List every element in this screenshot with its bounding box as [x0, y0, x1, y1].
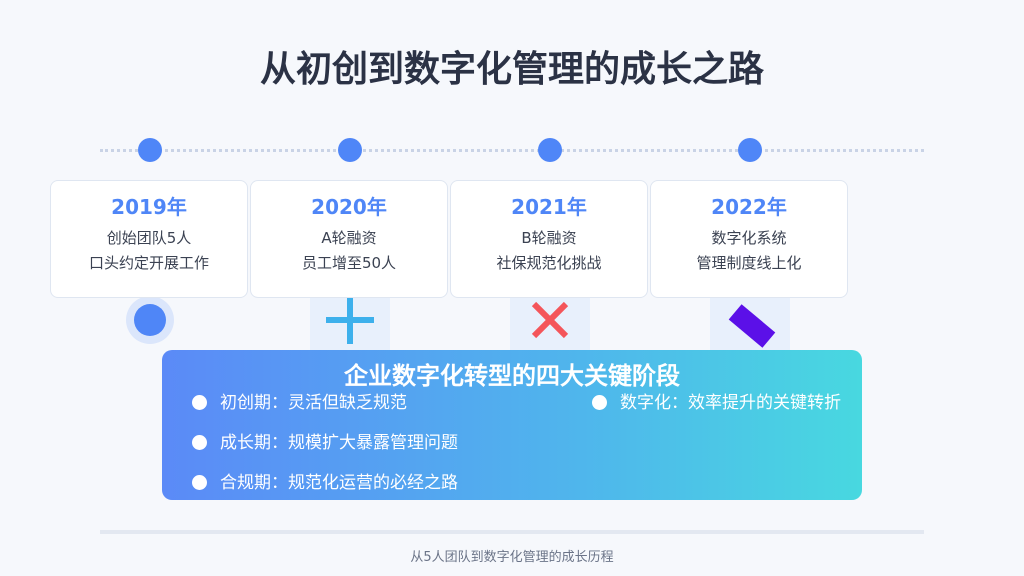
- milestone-card-2021: 2021年 B轮融资 社保规范化挑战: [450, 180, 648, 298]
- panel-title: 企业数字化转型的四大关键阶段: [344, 362, 680, 390]
- diamond-icon: [728, 304, 776, 348]
- timeline-dot-2021: [538, 138, 562, 162]
- milestone-year: 2020年: [311, 195, 387, 219]
- cross-icon: [531, 301, 569, 339]
- timeline-line: [100, 149, 924, 152]
- timeline-dot-2020: [338, 138, 362, 162]
- stage-text: 数字化：效率提升的关键转折: [620, 393, 841, 413]
- plus-icon: [326, 296, 374, 344]
- bullet-icon: [192, 395, 207, 410]
- milestone-line: 创始团队5人: [106, 229, 192, 247]
- milestone-year: 2022年: [711, 195, 787, 219]
- milestone-card-2022: 2022年 数字化系统 管理制度线上化: [650, 180, 848, 298]
- timeline-dot-2022: [738, 138, 762, 162]
- stage-item: 合规期：规范化运营的必经之路: [192, 468, 458, 493]
- milestone-line: 数字化系统: [711, 229, 787, 247]
- stage-text: 合规期：规范化运营的必经之路: [220, 473, 458, 493]
- stage-item: 初创期：灵活但缺乏规范: [192, 388, 407, 413]
- circle-icon: [134, 304, 166, 336]
- milestone-card-2019: 2019年 创始团队5人 口头约定开展工作: [50, 180, 248, 298]
- page-title: 从初创到数字化管理的成长之路: [259, 49, 764, 90]
- stage-text: 成长期：规模扩大暴露管理问题: [220, 433, 458, 453]
- footer-caption: 从5人团队到数字化管理的成长历程: [410, 550, 614, 565]
- stage-text: 初创期：灵活但缺乏规范: [220, 393, 407, 413]
- milestone-year: 2021年: [511, 195, 587, 219]
- milestone-line: B轮融资: [521, 229, 577, 247]
- bullet-icon: [192, 435, 207, 450]
- timeline-dot-2019: [138, 138, 162, 162]
- bullet-icon: [592, 395, 607, 410]
- stages-panel: 企业数字化转型的四大关键阶段 初创期：灵活但缺乏规范 成长期：规模扩大暴露管理问…: [162, 350, 862, 500]
- milestone-line: 社保规范化挑战: [496, 254, 602, 272]
- footer-divider: [100, 530, 924, 534]
- milestone-year: 2019年: [111, 195, 187, 219]
- milestone-card-2020: 2020年 A轮融资 员工增至50人: [250, 180, 448, 298]
- bullet-icon: [192, 475, 207, 490]
- stage-item: 成长期：规模扩大暴露管理问题: [192, 428, 458, 453]
- milestone-line: A轮融资: [321, 229, 377, 247]
- milestone-line: 管理制度线上化: [696, 254, 802, 272]
- stage-item: 数字化：效率提升的关键转折: [592, 388, 841, 413]
- milestone-line: 口头约定开展工作: [88, 254, 209, 272]
- milestone-line: 员工增至50人: [301, 254, 397, 272]
